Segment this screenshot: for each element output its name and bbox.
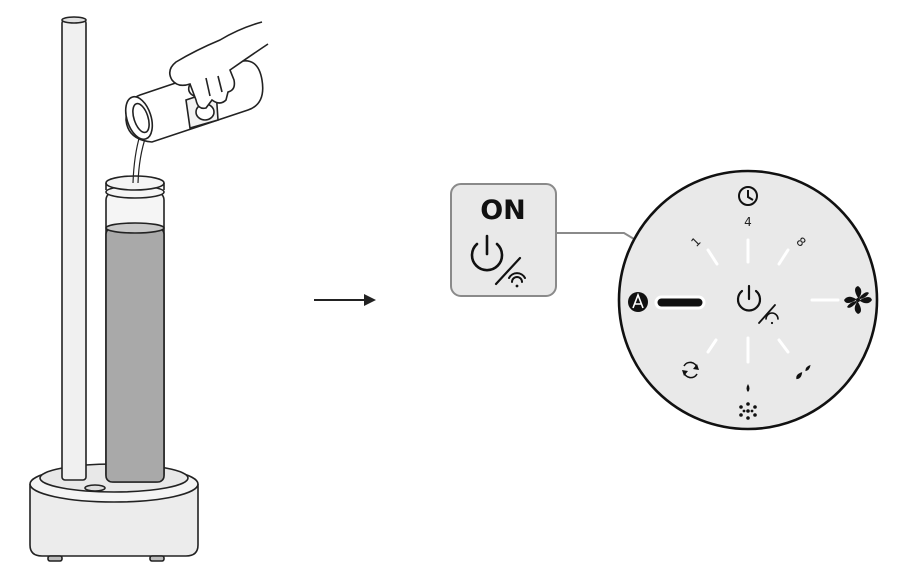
humidifier-pole — [61, 16, 87, 481]
auto-mode-icon — [628, 292, 648, 312]
power-wifi-icon — [470, 234, 526, 288]
process-arrow — [314, 294, 376, 306]
dial-segments — [706, 238, 840, 364]
clock-icon — [738, 186, 758, 206]
control-dial: 4 1 8 — [617, 169, 879, 431]
on-label: ON — [480, 195, 526, 226]
on-callout: ON — [450, 183, 557, 297]
water-tank — [105, 175, 165, 483]
humidity-drops-icon — [796, 364, 811, 380]
humidifier-illustration — [29, 16, 269, 562]
dial-power-wifi-icon — [736, 284, 779, 325]
cycle-icon — [682, 361, 699, 379]
purifier-dots-icon — [739, 384, 757, 420]
timer-value: 4 — [744, 215, 752, 229]
fan-icon — [844, 286, 872, 314]
pouring-hand — [168, 21, 269, 110]
auto-indicator-bar — [654, 295, 706, 310]
